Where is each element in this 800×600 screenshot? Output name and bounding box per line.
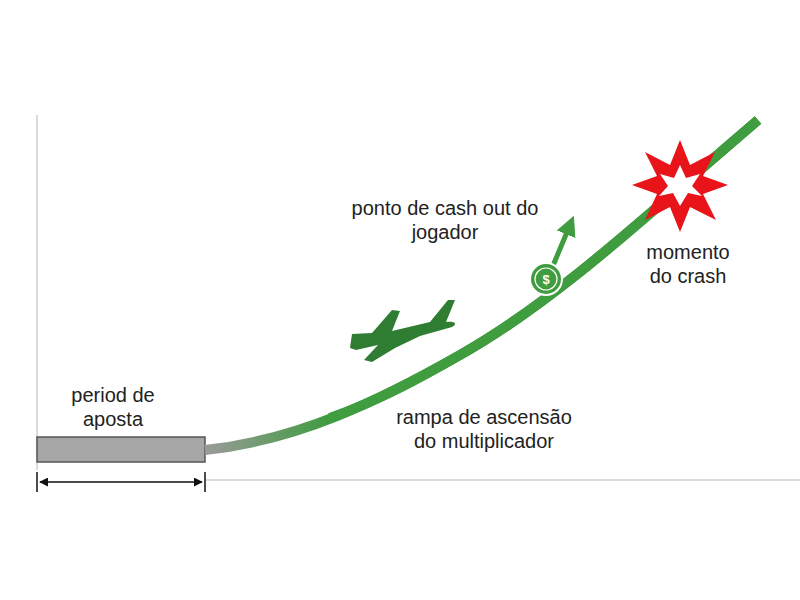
dimension-tick <box>204 472 206 492</box>
multiplier-curve <box>205 120 758 450</box>
crash-label: momento do crash <box>633 240 743 288</box>
dimension-tick <box>36 472 38 492</box>
betting-bar <box>37 437 205 462</box>
phase-label: period de aposta <box>53 383 173 431</box>
dimension-arrow <box>40 481 202 483</box>
cashout-coin <box>530 263 562 295</box>
ramp-label: rampa de ascensão do multiplicador <box>386 405 582 453</box>
y-axis <box>36 115 38 470</box>
cashout-arrow <box>552 225 570 268</box>
jet-icon <box>350 300 455 362</box>
multiplier-curve <box>330 120 758 418</box>
cashout-coin <box>535 268 557 290</box>
crash-explosion <box>659 165 702 206</box>
dollar-sign: $ <box>536 273 556 286</box>
x-axis <box>205 479 800 481</box>
crash-explosion <box>632 140 728 232</box>
cashout-label: ponto de cash out do jogador <box>350 196 540 244</box>
